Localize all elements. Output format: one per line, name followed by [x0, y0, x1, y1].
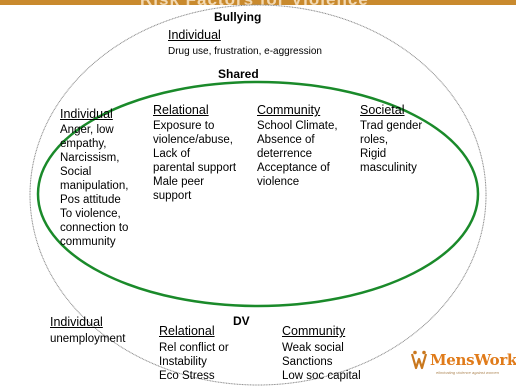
- shared-relational-line: parental support: [153, 162, 237, 174]
- bullying-individual-text: Drug use, frustration, e-aggression: [168, 46, 322, 57]
- shared-societal-line: masculinity: [360, 162, 417, 174]
- shared-community-line: Absence of: [257, 134, 315, 146]
- dv-relational-line: Eco Stress: [159, 370, 215, 382]
- shared-community-line: Acceptance of: [257, 162, 330, 174]
- dv-community-line: Weak social: [282, 342, 344, 354]
- shared-relational-line: support: [153, 190, 192, 202]
- dv-title: DV: [233, 314, 250, 328]
- shared-ellipse: [36, 80, 480, 308]
- dv-relational-line: Rel conflict or: [159, 342, 229, 354]
- bullying-individual-heading: Individual: [168, 28, 221, 42]
- shared-relational-heading: Relational: [153, 103, 209, 117]
- shared-relational-line: Lack of: [153, 148, 191, 160]
- shared-relational-line: Male peer: [153, 176, 205, 188]
- dv-community-heading: Community: [282, 324, 346, 338]
- dv-individual-line: unemployment: [50, 333, 126, 345]
- dv-individual-heading: Individual: [50, 315, 103, 329]
- shared-individual-line: Pos attitude: [60, 194, 121, 206]
- dv-relational-heading: Relational: [159, 324, 215, 338]
- bullying-title: Bullying: [214, 10, 262, 24]
- shared-community-line: deterrence: [257, 148, 312, 160]
- shared-community-line: violence: [257, 176, 300, 188]
- shared-individual-heading: Individual: [60, 107, 113, 121]
- dv-community-line: Sanctions: [282, 356, 333, 368]
- shared-community-heading: Community: [257, 103, 321, 117]
- shared-individual-line: Narcissism,: [60, 152, 120, 164]
- shared-individual-line: Anger, low: [60, 124, 114, 136]
- dv-relational-line: Instability: [159, 356, 207, 368]
- shared-individual-line: To violence,: [60, 208, 121, 220]
- shared-individual-line: Social: [60, 166, 92, 178]
- logo-figures-icon: [410, 350, 428, 370]
- shared-societal-line: roles,: [360, 134, 389, 146]
- shared-title: Shared: [218, 67, 259, 81]
- shared-societal-heading: Societal: [360, 103, 405, 117]
- shared-societal-line: Trad gender: [360, 120, 423, 132]
- shared-individual-line: connection to: [60, 222, 129, 234]
- shared-relational-line: violence/abuse,: [153, 134, 233, 146]
- shared-societal-line: Rigid: [360, 148, 387, 160]
- dv-community-line: Low soc capital: [282, 370, 361, 382]
- menswork-logo: MensWork eliminating violence against wo…: [410, 349, 516, 379]
- logo-wordmark: MensWork: [430, 351, 516, 369]
- banner-title: Risk Factors for Violence: [140, 0, 369, 10]
- shared-community-line: School Climate,: [257, 120, 338, 132]
- shared-relational-line: Exposure to: [153, 120, 215, 132]
- shared-individual-line: manipulation,: [60, 180, 129, 192]
- banner-strip: [0, 0, 516, 5]
- shared-individual-line: community: [60, 236, 116, 248]
- bullying-dv-ellipse: [29, 4, 487, 386]
- shared-individual-line: empathy,: [60, 138, 107, 150]
- logo-tagline: eliminating violence against women: [436, 370, 499, 375]
